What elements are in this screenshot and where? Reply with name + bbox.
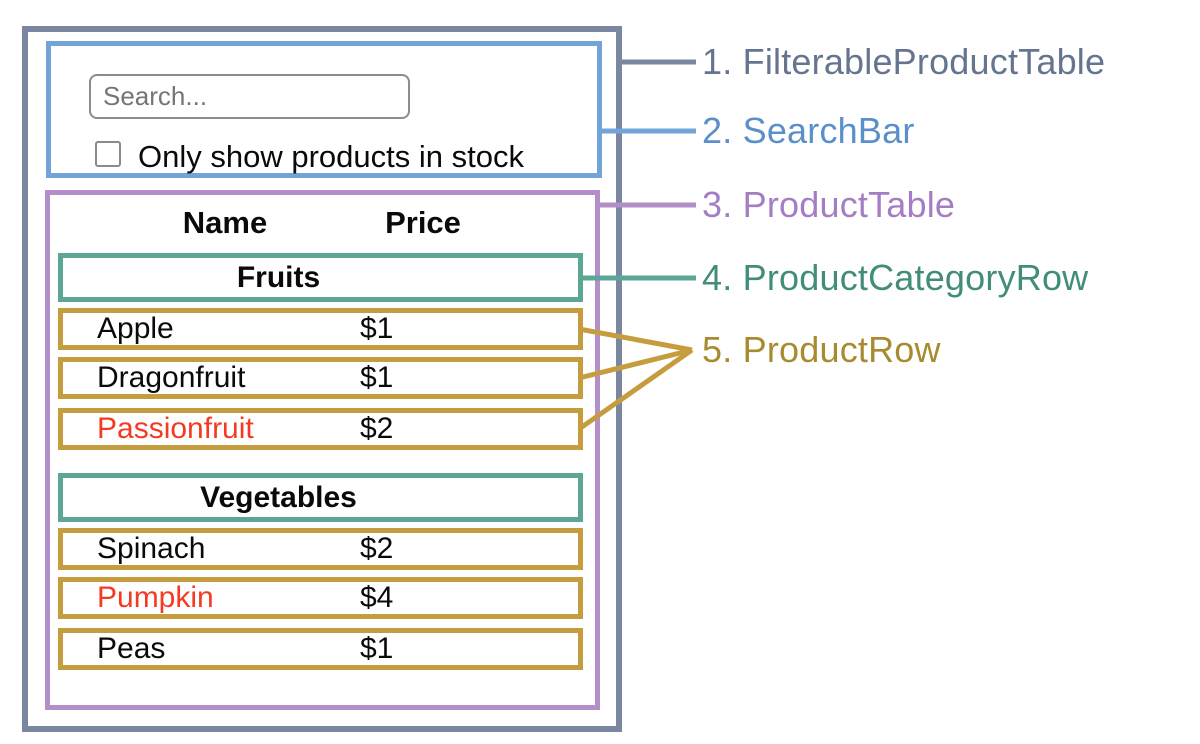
product-category-row-fruits: Fruits (58, 253, 583, 302)
product-price: $2 (360, 412, 394, 445)
in-stock-checkbox-label: Only show products in stock (138, 139, 524, 174)
legend-label-product-row: 5. ProductRow (702, 329, 941, 370)
product-category-row-vegetables: Vegetables (58, 473, 583, 522)
product-price: $4 (360, 581, 394, 614)
column-header-name: Name (182, 205, 268, 240)
legend-label-product-table: 3. ProductTable (702, 184, 956, 225)
legend-label-search-bar: 2. SearchBar (702, 110, 915, 151)
product-table-box: Name Price Fruits Apple $1 Dragonfruit $… (45, 190, 600, 710)
search-input[interactable] (89, 74, 410, 119)
filterable-product-table-box: Only show products in stock Name Price F… (22, 26, 622, 732)
legend-label-product-category-row: 4. ProductCategoryRow (702, 257, 1089, 298)
product-name: Apple (97, 312, 174, 345)
product-row-dragonfruit: Dragonfruit $1 (58, 357, 583, 399)
product-price: $1 (360, 632, 394, 665)
product-price: $1 (360, 312, 394, 345)
product-row-peas: Peas $1 (58, 628, 583, 670)
product-row-pumpkin: Pumpkin $4 (58, 577, 583, 619)
product-name: Peas (97, 632, 166, 665)
legend-label-filterable-product-table: 1. FilterableProductTable (702, 41, 1106, 82)
product-name-out-of-stock: Pumpkin (97, 581, 214, 614)
product-name: Dragonfruit (97, 361, 246, 394)
column-header-price: Price (385, 205, 461, 240)
product-row-apple: Apple $1 (58, 308, 583, 350)
in-stock-checkbox[interactable] (95, 141, 121, 167)
product-name: Spinach (97, 532, 206, 565)
search-bar-box: Only show products in stock (46, 41, 602, 178)
product-row-passionfruit: Passionfruit $2 (58, 408, 583, 450)
product-price: $2 (360, 532, 394, 565)
product-name-out-of-stock: Passionfruit (97, 412, 254, 445)
product-price: $1 (360, 361, 394, 394)
product-row-spinach: Spinach $2 (58, 528, 583, 570)
